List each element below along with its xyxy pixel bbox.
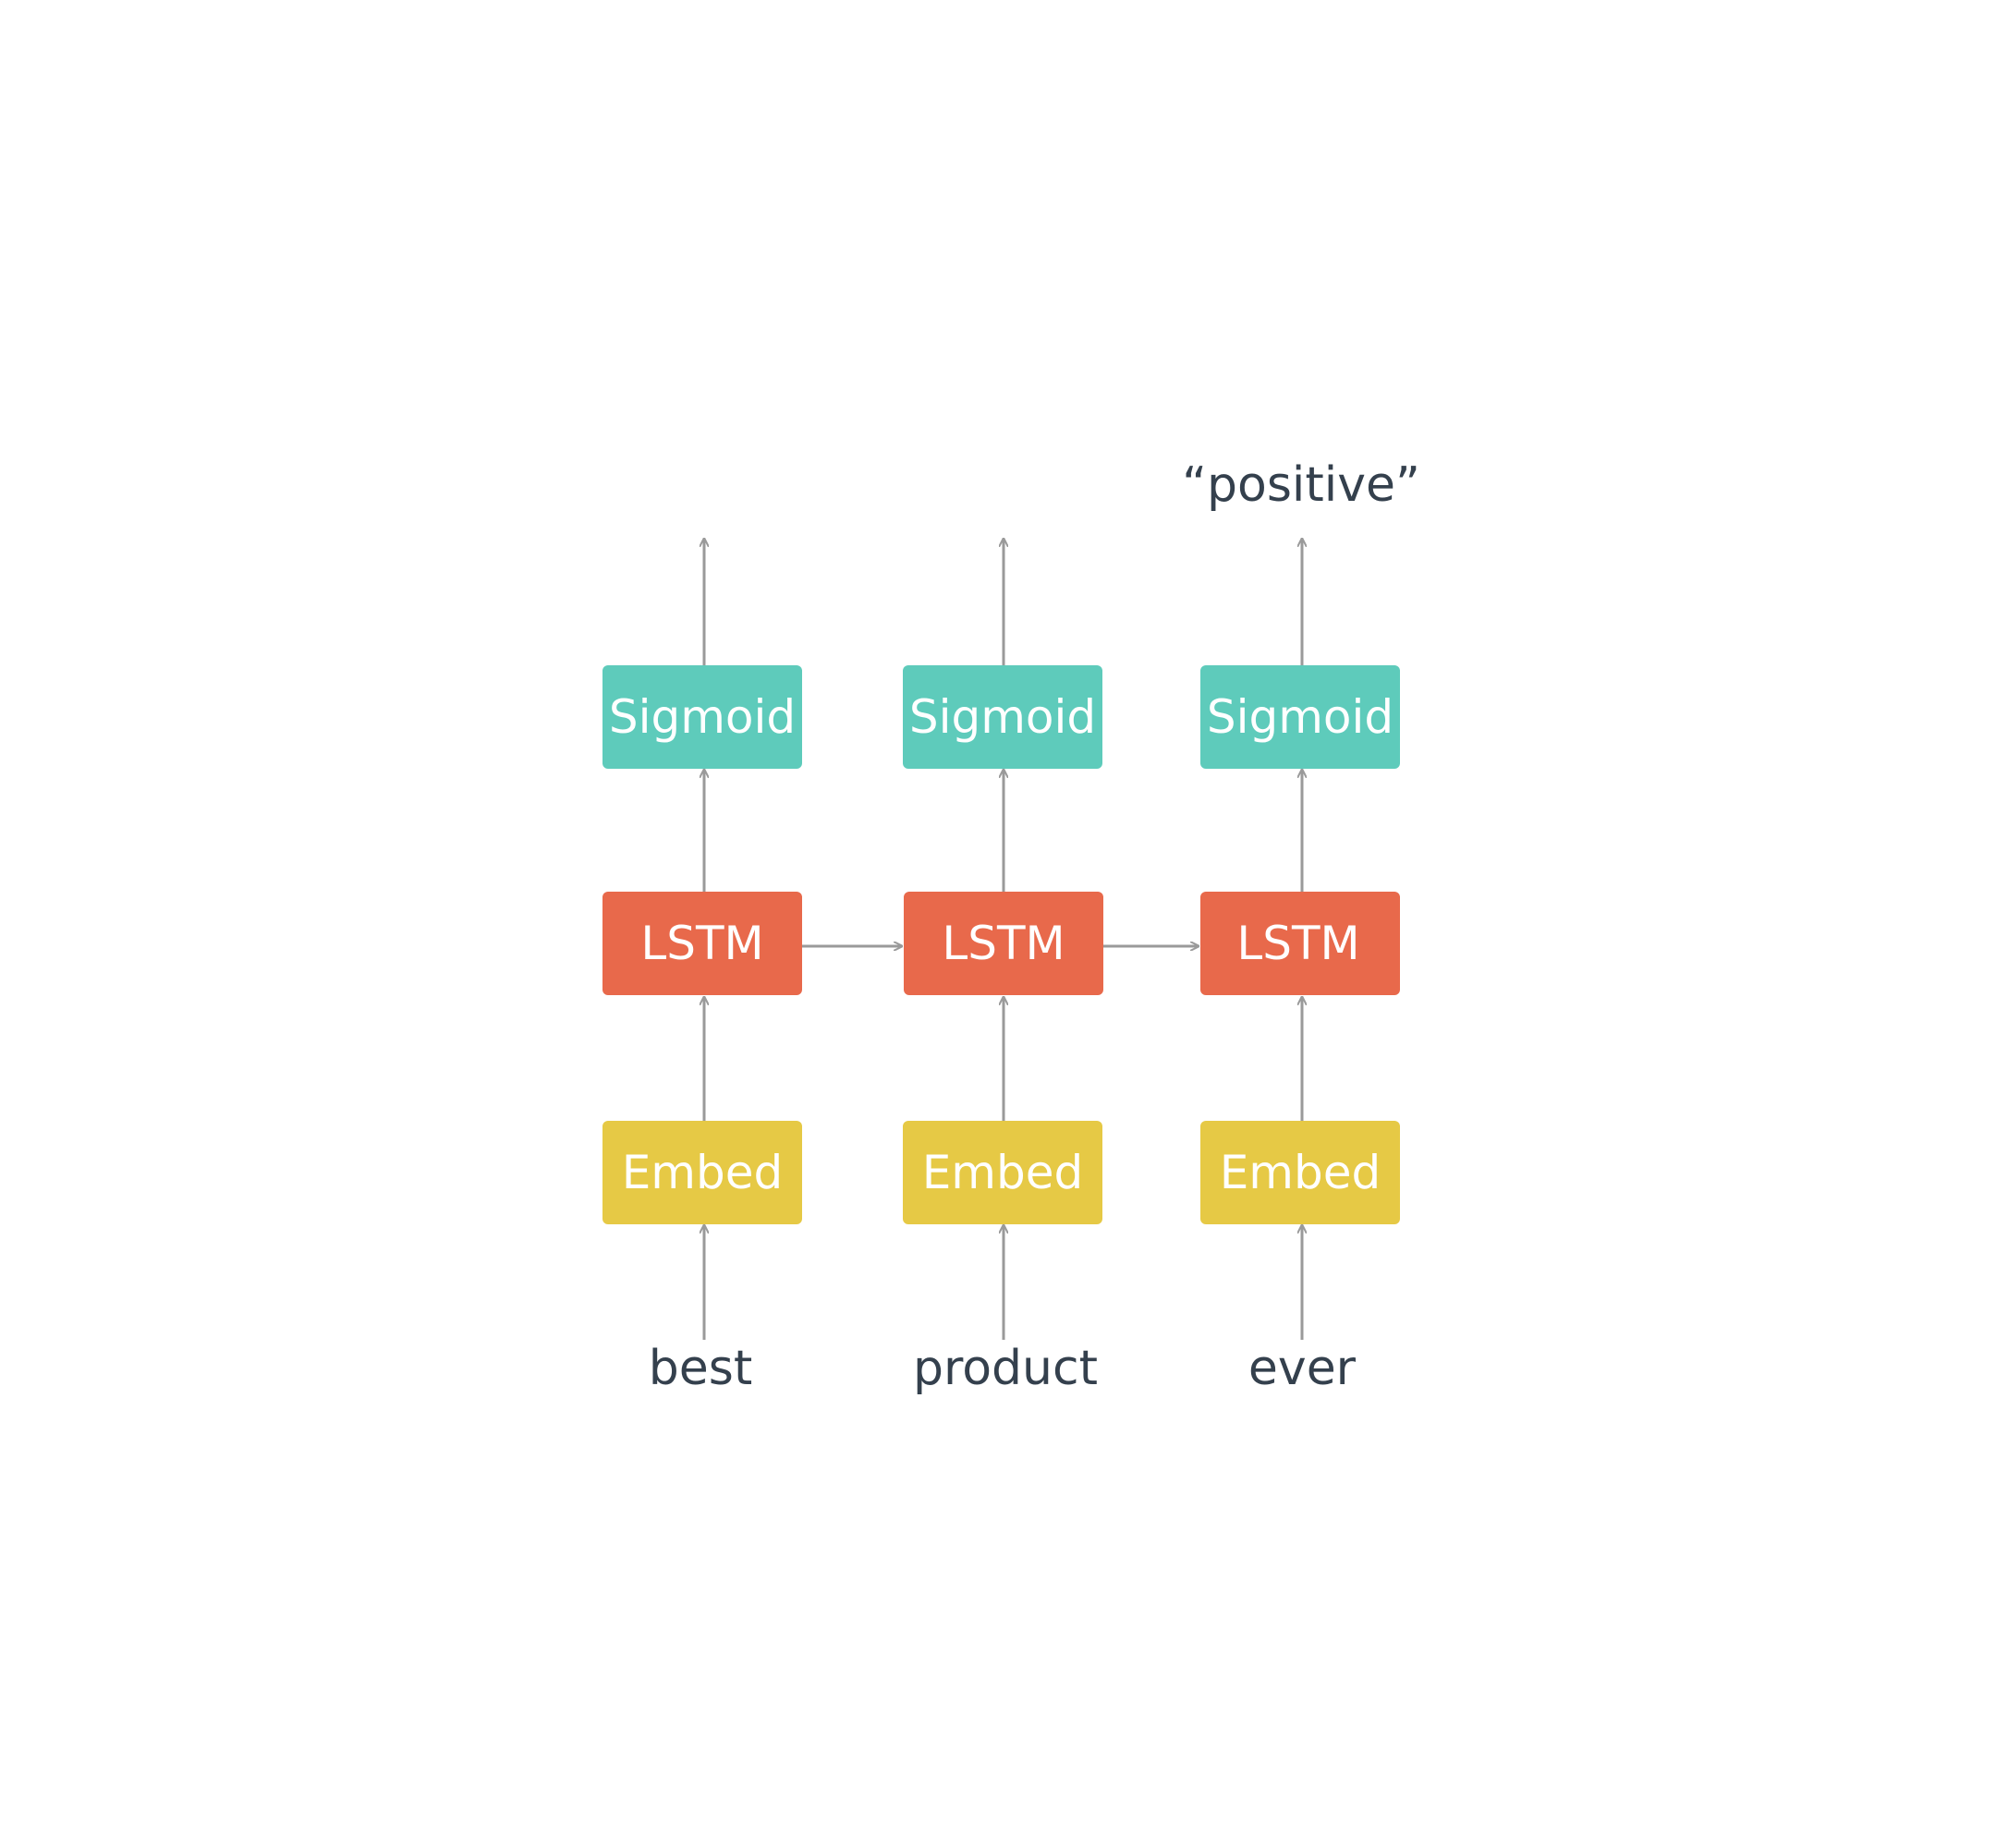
embed-label: Embed — [622, 1146, 784, 1199]
column-0: Sigmoid LSTM Embed best — [602, 540, 802, 1396]
sigmoid-label: Sigmoid — [909, 690, 1096, 744]
sigmoid-box — [903, 665, 1102, 769]
sigmoid-label: Sigmoid — [609, 690, 796, 744]
embed-label: Embed — [922, 1146, 1084, 1199]
sigmoid-box — [1200, 665, 1400, 769]
embed-label: Embed — [1220, 1146, 1381, 1199]
output-label: “positive” — [1182, 457, 1420, 513]
input-word: ever — [1248, 1341, 1357, 1396]
lstm-label: LSTM — [640, 917, 763, 970]
input-word: best — [649, 1341, 752, 1396]
lstm-label: LSTM — [942, 917, 1065, 970]
column-2: Sigmoid LSTM Embed ever — [1200, 540, 1400, 1396]
embed-box — [602, 1121, 802, 1224]
input-word: product — [913, 1341, 1098, 1396]
lstm-label: LSTM — [1236, 917, 1359, 970]
lstm-box — [602, 892, 802, 995]
sigmoid-label: Sigmoid — [1207, 690, 1394, 744]
lstm-box — [904, 892, 1103, 995]
lstm-box — [1200, 892, 1400, 995]
embed-box — [903, 1121, 1102, 1224]
sigmoid-box — [602, 665, 802, 769]
embed-box — [1200, 1121, 1400, 1224]
column-1: Sigmoid LSTM Embed product — [903, 540, 1103, 1396]
